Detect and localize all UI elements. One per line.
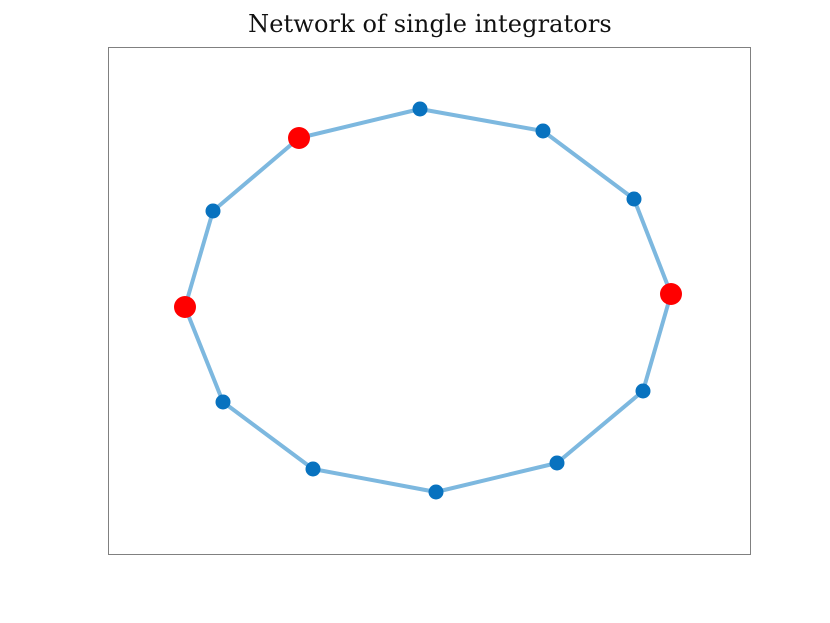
node-n2: [535, 123, 551, 139]
node-n11: [205, 203, 221, 219]
plot-title: Network of single integrators: [248, 10, 612, 38]
highlighted-node-n12: [288, 127, 310, 149]
edge-n7-n8: [311, 467, 438, 494]
edge-n9-n10: [183, 305, 225, 404]
edge-n1-n2: [418, 107, 545, 133]
edge-n4-n5: [641, 292, 673, 393]
edge-n5-n6: [555, 389, 645, 465]
edge-n10-n11: [183, 209, 215, 309]
node-n6: [549, 455, 565, 471]
edge-n6-n7: [434, 461, 559, 494]
edge-n8-n9: [221, 400, 315, 471]
highlighted-node-n10: [174, 296, 196, 318]
node-n9: [215, 394, 231, 410]
edge-n3-n4: [632, 197, 673, 296]
edge-n11-n12: [211, 136, 301, 213]
node-n1: [412, 101, 428, 117]
edges-layer: [183, 107, 673, 494]
highlighted-node-n4: [660, 283, 682, 305]
edge-n2-n3: [541, 129, 636, 201]
axes-frame: [108, 47, 751, 555]
node-n5: [635, 383, 651, 399]
node-n7: [428, 484, 444, 500]
nodes-layer: [174, 101, 682, 500]
node-n8: [305, 461, 321, 477]
node-n3: [626, 191, 642, 207]
edge-n12-n1: [297, 107, 422, 140]
